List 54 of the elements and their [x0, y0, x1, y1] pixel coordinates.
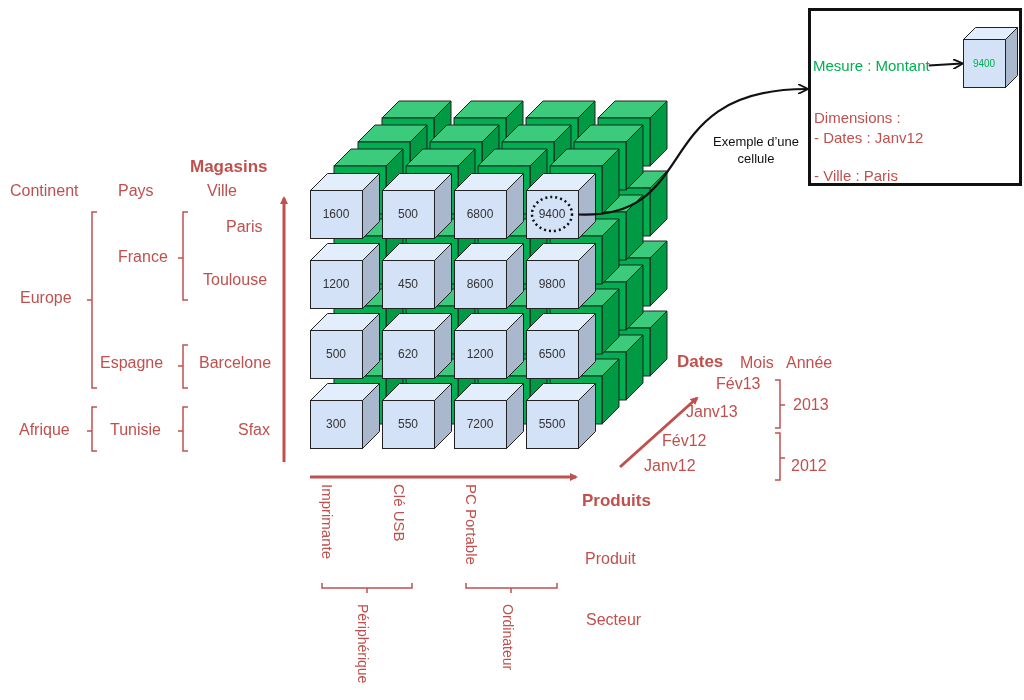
dimension-label: Sfax — [238, 421, 270, 439]
dimension-label: 2013 — [793, 396, 829, 414]
cell-value: 500 — [326, 347, 346, 361]
cell-value: 500 — [398, 207, 418, 221]
cell-value: 300 — [326, 417, 346, 431]
cell-value: 1600 — [322, 207, 350, 221]
dimension-label: Produit — [585, 550, 636, 568]
dimension-label: Barcelone — [199, 354, 272, 372]
cell-value: 8600 — [466, 277, 494, 291]
dimension-text: - Ville : Paris — [814, 167, 898, 184]
connector-arrow — [928, 58, 964, 70]
cell-value: 9400 — [972, 57, 996, 69]
dimension-label: Europe — [20, 289, 72, 307]
axis-title: Dates — [677, 352, 724, 372]
dimension-text: - Dates : Janv12 — [814, 129, 924, 146]
dimension-label: Janv12 — [644, 457, 696, 475]
dimension-label: Pays — [118, 182, 154, 200]
dimension-label: Janv13 — [686, 403, 738, 421]
axis-title: Produits — [582, 491, 651, 511]
dimension-label: Paris — [226, 218, 263, 236]
cell-value: 550 — [398, 417, 418, 431]
cell-value: 9400 — [538, 207, 566, 221]
dimension-label: Espagne — [100, 354, 164, 372]
dimension-label: Toulouse — [203, 271, 268, 289]
cell-value: 450 — [398, 277, 418, 291]
dimension-label: France — [118, 248, 168, 266]
cell-value: 1200 — [322, 277, 350, 291]
dimension-label: Clé USB — [391, 484, 408, 542]
axis-title: Magasins — [190, 157, 268, 177]
dimension-label: Ville — [207, 182, 237, 200]
measure-text: Mesure : Montant — [813, 57, 930, 74]
dimension-label: PC Portable — [463, 484, 480, 565]
dimension-label: Tunisie — [110, 421, 161, 439]
dimension-label: Périphérique — [355, 604, 371, 684]
dimension-label: Imprimante — [319, 484, 336, 560]
dimension-label: Secteur — [586, 611, 642, 629]
dimension-label: Afrique — [19, 421, 70, 439]
cell-value: 1200 — [466, 347, 494, 361]
cell-value: 7200 — [466, 417, 494, 431]
dimension-label: Année — [786, 354, 833, 372]
dimension-label: Ordinateur — [500, 604, 516, 671]
cell-value: 5500 — [538, 417, 566, 431]
cell-value: 620 — [398, 347, 418, 361]
dimension-label: Fév13 — [716, 375, 761, 393]
dimension-label: Continent — [10, 182, 79, 200]
cell-value: 6800 — [466, 207, 494, 221]
dimension-text: Dimensions : — [814, 109, 901, 126]
connector-arrow — [577, 83, 809, 216]
cell-value: 6500 — [538, 347, 566, 361]
dimension-label: Fév12 — [662, 432, 707, 450]
callout-panel — [808, 8, 1022, 186]
dimension-label: 2012 — [791, 457, 827, 475]
dimension-label: Mois — [740, 354, 774, 372]
cell-value: 9800 — [538, 277, 566, 291]
